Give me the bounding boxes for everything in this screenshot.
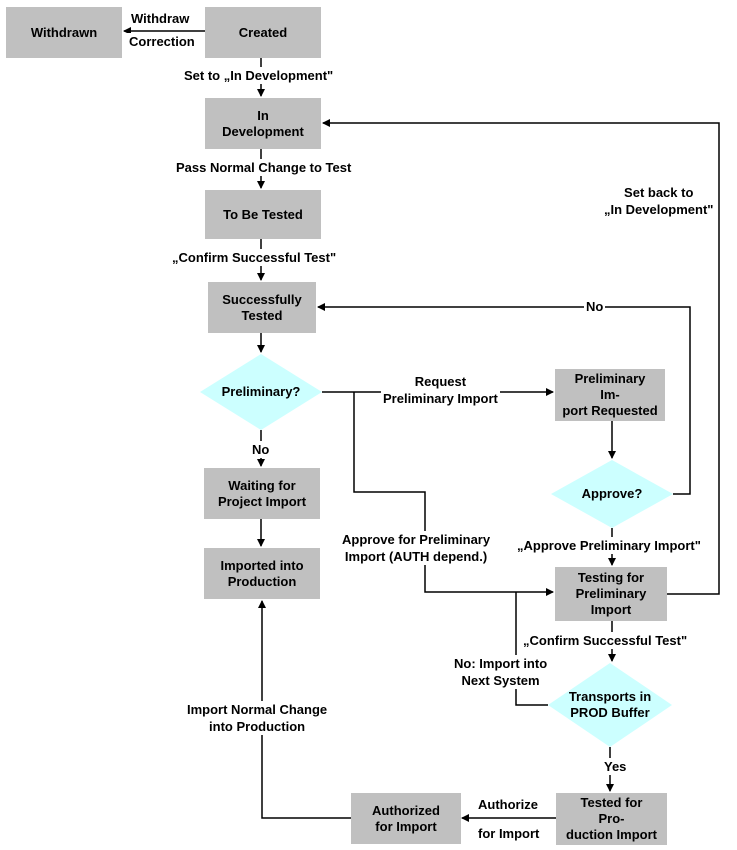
edge-testing-set-back bbox=[322, 119, 720, 595]
edge-approve-no-back bbox=[317, 303, 691, 495]
edge-transports-no-next-system bbox=[515, 592, 548, 706]
transports-diamond bbox=[548, 663, 672, 747]
label-no-approve: No bbox=[584, 298, 606, 315]
label-yes: Yes bbox=[602, 758, 629, 775]
label-no-preliminary: No bbox=[250, 441, 272, 458]
label-confirm-successful-test-2: „Confirm Successful Test" bbox=[521, 632, 690, 649]
label-request-preliminary-import: Request Preliminary Import bbox=[381, 373, 500, 407]
edge-preliminary-auth-direct bbox=[353, 392, 554, 596]
decision-approve: Approve? bbox=[581, 486, 643, 501]
node-in-development: In Development bbox=[205, 98, 321, 149]
label-approve-for-preliminary-import-auth: Approve for Preliminary Import (AUTH dep… bbox=[340, 531, 493, 565]
label-set-to-in-development: Set to „In Development" bbox=[182, 67, 336, 84]
label-authorize: Authorize bbox=[476, 796, 540, 813]
approve-diamond bbox=[551, 460, 673, 528]
node-testing-for-preliminary-import: Testing for Preliminary Import bbox=[555, 567, 667, 621]
label-pass-normal-change-to-test: Pass Normal Change to Test bbox=[174, 159, 354, 176]
label-for-import: for Import bbox=[476, 825, 542, 842]
label-approve-preliminary-import: „Approve Preliminary Import" bbox=[515, 537, 703, 554]
preliminary-diamond bbox=[200, 354, 322, 430]
node-withdrawn: Withdrawn bbox=[6, 7, 122, 58]
node-imported-into-production: Imported into Production bbox=[204, 548, 320, 599]
node-authorized-for-import: Authorized for Import bbox=[351, 793, 461, 844]
node-preliminary-import-requested: Preliminary Im- port Requested bbox=[555, 369, 665, 421]
node-created: Created bbox=[205, 7, 321, 58]
node-to-be-tested: To Be Tested bbox=[205, 190, 321, 239]
label-confirm-successful-test-1: „Confirm Successful Test" bbox=[170, 249, 339, 266]
label-no-import-into-next-system: No: Import into Next System bbox=[452, 655, 550, 689]
label-withdraw: Withdraw bbox=[129, 10, 192, 27]
label-correction: Correction bbox=[127, 33, 197, 50]
node-waiting-for-project-import: Waiting for Project Import bbox=[204, 468, 320, 519]
node-successfully-tested: Successfully Tested bbox=[208, 282, 316, 333]
label-import-normal-change-into-production: Import Normal Change into Production bbox=[185, 701, 330, 735]
node-tested-for-production-import: Tested for Pro- duction Import bbox=[556, 793, 667, 845]
edge-authorized-imported bbox=[258, 600, 351, 819]
decision-transports-in-prod-buffer: Transports in PROD Buffer bbox=[568, 689, 652, 720]
label-set-back-to-in-development: Set back to „In Development" bbox=[602, 184, 716, 218]
decision-preliminary: Preliminary? bbox=[221, 384, 301, 399]
